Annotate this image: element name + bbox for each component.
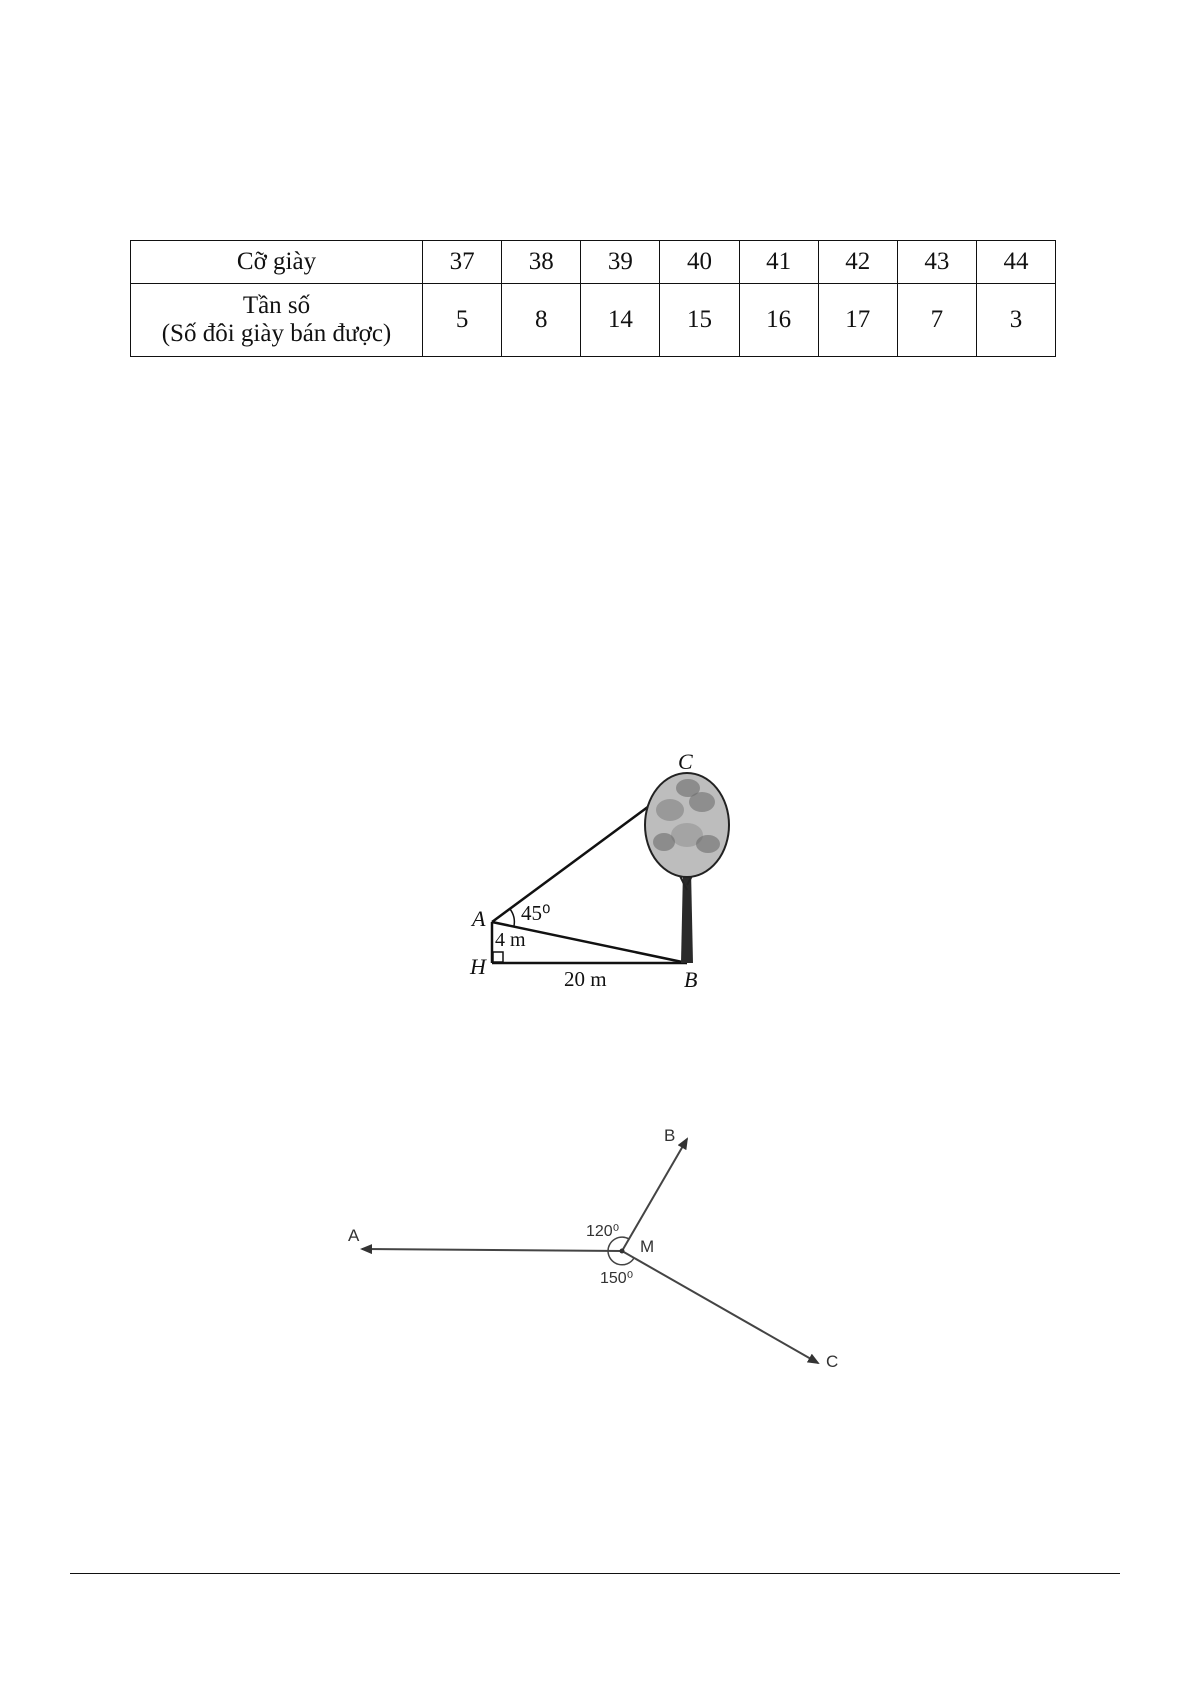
frequency-cell: 7 xyxy=(897,284,976,357)
shoe-size-table: Cỡ giày 37 38 39 40 41 42 43 44 Tần số (… xyxy=(130,240,1056,357)
vector-MA xyxy=(362,1249,622,1251)
angle-arc-45 xyxy=(510,909,514,926)
size-cell: 40 xyxy=(660,241,739,284)
vec-label-B: B xyxy=(664,1126,675,1145)
size-cell: 42 xyxy=(818,241,897,284)
table-row: Tần số (Số đôi giày bán được) 5 8 14 15 … xyxy=(131,284,1056,357)
vec-angle-120: 120⁰ xyxy=(586,1223,619,1240)
vec-label-A: A xyxy=(348,1226,360,1245)
vec-label-C: C xyxy=(826,1352,838,1371)
point-M xyxy=(620,1249,625,1254)
frequency-header-line2: (Số đôi giày bán được) xyxy=(131,320,422,348)
frequency-cell: 5 xyxy=(423,284,502,357)
size-cell: 37 xyxy=(423,241,502,284)
right-angle-marker xyxy=(493,952,503,962)
vec-label-M: M xyxy=(640,1237,654,1256)
height-label: 4 m xyxy=(495,929,526,951)
size-cell: 43 xyxy=(897,241,976,284)
frequency-cell: 17 xyxy=(818,284,897,357)
frequency-cell: 14 xyxy=(581,284,660,357)
frequency-cell: 16 xyxy=(739,284,818,357)
distance-label: 20 m xyxy=(564,967,607,991)
frequency-cell: 15 xyxy=(660,284,739,357)
tree-crown-icon xyxy=(645,773,729,877)
row-header-size: Cỡ giày xyxy=(131,241,423,284)
frequency-cell: 8 xyxy=(502,284,581,357)
vec-angle-150: 150⁰ xyxy=(600,1270,633,1287)
size-cell: 44 xyxy=(976,241,1055,284)
frequency-header-line1: Tần số xyxy=(131,292,422,320)
label-C: C xyxy=(678,749,693,774)
row-header-frequency: Tần số (Số đôi giày bán được) xyxy=(131,284,423,357)
label-B: B xyxy=(684,967,697,992)
size-cell: 39 xyxy=(581,241,660,284)
footer-rule xyxy=(70,1573,1120,1574)
size-cell: 38 xyxy=(502,241,581,284)
size-cell: 41 xyxy=(739,241,818,284)
angle-label: 45⁰ xyxy=(521,901,550,925)
vector-MC xyxy=(622,1251,818,1363)
frequency-cell: 3 xyxy=(976,284,1055,357)
label-H: H xyxy=(469,954,487,979)
table-row: Cỡ giày 37 38 39 40 41 42 43 44 xyxy=(131,241,1056,284)
label-A: A xyxy=(470,906,486,931)
vector-figure: A B C M 120⁰ 150⁰ xyxy=(340,1120,860,1380)
vector-MB xyxy=(622,1139,687,1251)
tree-height-figure: C A H B 45⁰ 4 m 20 m xyxy=(440,740,750,1000)
